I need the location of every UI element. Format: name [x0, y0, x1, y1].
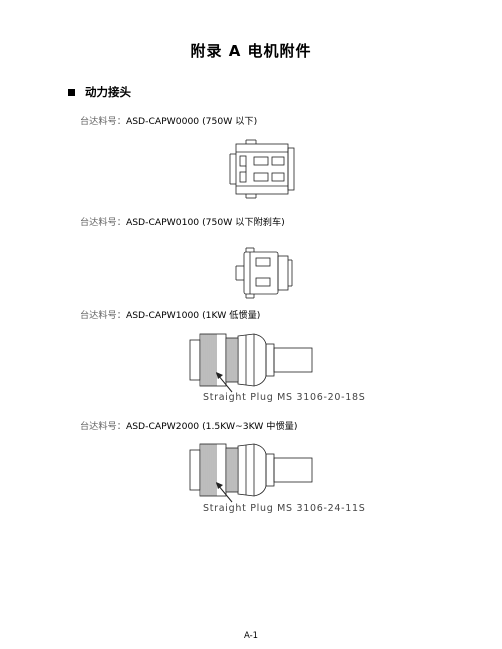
part-label: 台达料号： — [80, 116, 126, 127]
straight-plug-drawing-20-18s — [189, 333, 313, 387]
part-number-line: 台达料号：ASD-CAPW1000 (1KW 低惯量) — [80, 307, 260, 321]
part-value: ASD-CAPW0100 (750W 以下附刹车) — [125, 217, 285, 228]
straight-plug-drawing-24-11s — [189, 443, 313, 497]
part-number-line: 台达料号：ASD-CAPW0100 (750W 以下附刹车) — [80, 214, 285, 228]
section-heading-text: 动力接头 — [85, 85, 131, 99]
arrow-icon — [216, 372, 233, 393]
plug-caption: Straight Plug MS 3106-20-18S — [203, 392, 366, 403]
page-number: A-1 — [243, 631, 259, 641]
part-value: ASD-CAPW1000 (1KW 低惯量) — [125, 310, 261, 321]
part-label: 台达料号： — [80, 421, 126, 432]
square-bullet-icon — [68, 88, 75, 96]
part-label: 台达料号： — [80, 310, 126, 321]
connector-drawing-capw0100 — [235, 247, 293, 299]
section-heading: 动力接头 — [68, 84, 131, 100]
arrow-icon — [216, 482, 233, 503]
part-label: 台达料号： — [80, 217, 126, 228]
part-value: ASD-CAPW2000 (1.5KW~3KW 中惯量) — [125, 421, 298, 432]
plug-caption: Straight Plug MS 3106-24-11S — [203, 503, 366, 514]
page-title: 附录 A 电机附件 — [190, 42, 312, 60]
connector-drawing-capw0000 — [229, 139, 295, 199]
part-value: ASD-CAPW0000 (750W 以下) — [125, 116, 258, 127]
part-number-line: 台达料号：ASD-CAPW0000 (750W 以下) — [80, 113, 257, 127]
part-number-line: 台达料号：ASD-CAPW2000 (1.5KW~3KW 中惯量) — [80, 418, 297, 432]
